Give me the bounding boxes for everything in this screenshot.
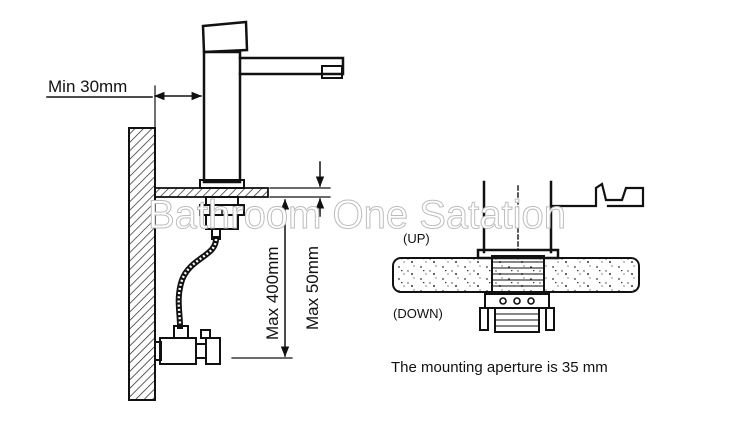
watermark-text: Bathroom One Satation (148, 193, 566, 237)
min-clearance-label: Min 30mm (48, 77, 127, 96)
down-label: (DOWN) (393, 306, 443, 321)
max-thickness-label: Max 50mm (303, 246, 322, 330)
max-thickness-dimension (269, 161, 331, 217)
min-clearance-dimension (46, 85, 203, 129)
aperture-detail: (UP) (DOWN) The mounting aperture is 35 … (391, 180, 645, 376)
max-hose-label: Max 400mm (263, 246, 282, 340)
bottom-nut (479, 293, 555, 333)
wall-section (128, 127, 156, 401)
up-label: (UP) (403, 231, 430, 246)
flexible-hose (175, 235, 220, 330)
faucet-body (199, 20, 345, 189)
aperture-note: The mounting aperture is 35 mm (391, 359, 608, 376)
side-view: Min 30mm Max 50mm Max 400mm (46, 20, 345, 401)
angle-valve (154, 325, 221, 365)
countertop-stone (392, 257, 640, 293)
max-hose-dimension (231, 198, 293, 359)
